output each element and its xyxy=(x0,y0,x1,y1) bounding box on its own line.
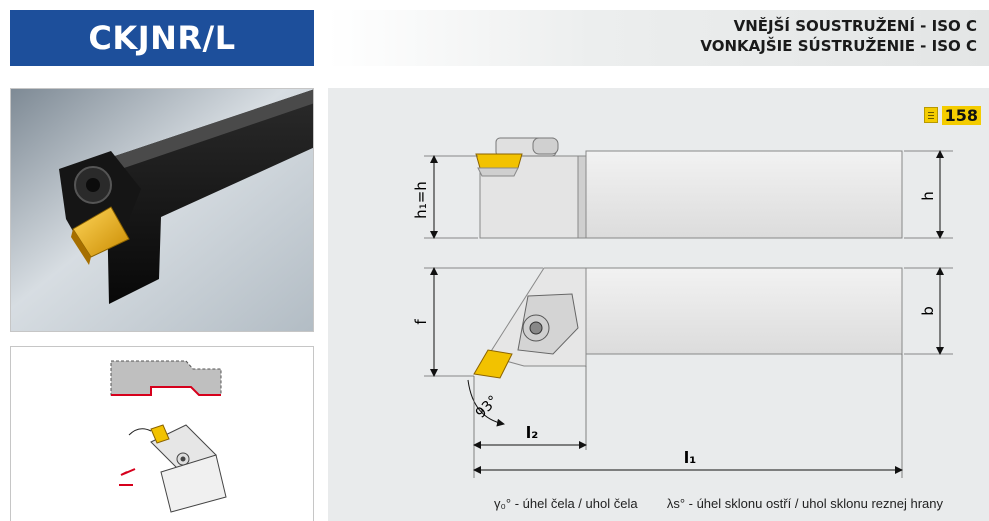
dim-label-b: b xyxy=(919,306,937,316)
dim-label-h1-h: h₁=h xyxy=(412,181,430,219)
dimension-drawing: h₁=h h f b 93° l₂ l₁ xyxy=(412,137,953,478)
dim-label-l2: l₂ xyxy=(526,423,539,442)
dim-label-f: f xyxy=(412,319,430,325)
technical-drawing-panel: 158 h₁=h h xyxy=(328,88,989,521)
product-code-badge: CKJNR/L xyxy=(10,10,314,66)
product-code: CKJNR/L xyxy=(88,19,236,57)
tool-holder-photo xyxy=(11,89,313,331)
dim-label-l1: l₁ xyxy=(684,448,697,467)
angle-label: 93° xyxy=(473,393,502,422)
page-number: 158 xyxy=(941,105,981,125)
application-schematic xyxy=(10,346,314,521)
dim-label-h: h xyxy=(919,191,937,201)
subtitle-czech: VNĚJŠÍ SOUSTRUŽENÍ - ISO C xyxy=(733,17,977,35)
schematic-drawing xyxy=(110,360,227,513)
product-photo xyxy=(10,88,314,332)
page-reference[interactable]: 158 xyxy=(923,104,981,126)
document-icon xyxy=(923,107,938,123)
subtitle-slovak: VONKAJŠIE SÚSTRUŽENIE - ISO C xyxy=(700,37,977,55)
top-view xyxy=(424,267,953,478)
header-bar: VNĚJŠÍ SOUSTRUŽENÍ - ISO C VONKAJŠIE SÚS… xyxy=(328,10,989,66)
legend-lambda: λs° - úhel sklonu ostří / uhol sklonu re… xyxy=(666,496,943,511)
side-view xyxy=(424,137,953,239)
legend-gamma: γ₀° - úhel čela / uhol čela xyxy=(494,496,638,511)
legend: γ₀° - úhel čela / uhol čela λs° - úhel s… xyxy=(494,496,943,511)
